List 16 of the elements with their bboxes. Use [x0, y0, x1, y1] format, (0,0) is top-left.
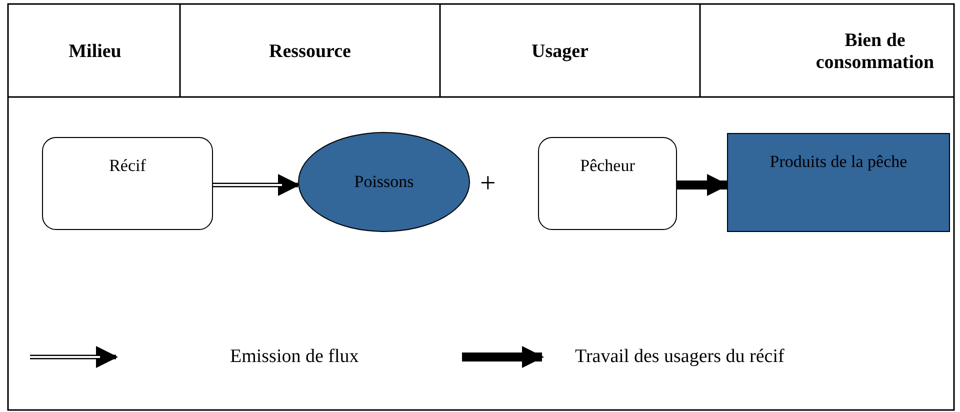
arrow	[212, 174, 300, 196]
filled-box	[727, 133, 950, 232]
legend-label: Emission de flux	[230, 346, 359, 368]
column-header: Usager	[530, 40, 590, 64]
node-label: Poissons	[353, 171, 415, 193]
node-label: Produits de la pêche	[768, 151, 908, 173]
rounded-box	[538, 137, 677, 230]
node-label: Pêcheur	[579, 155, 636, 177]
column-header: Milieu	[68, 40, 122, 64]
column-header: Ressource	[268, 40, 352, 64]
legend-label: Travail des usagers du récif	[575, 346, 784, 368]
node-label: Récif	[108, 155, 147, 177]
rounded-box	[42, 137, 213, 230]
column-header: Bien de consommation	[814, 29, 936, 75]
arrow	[677, 174, 729, 196]
plus-sign: +	[480, 168, 496, 200]
